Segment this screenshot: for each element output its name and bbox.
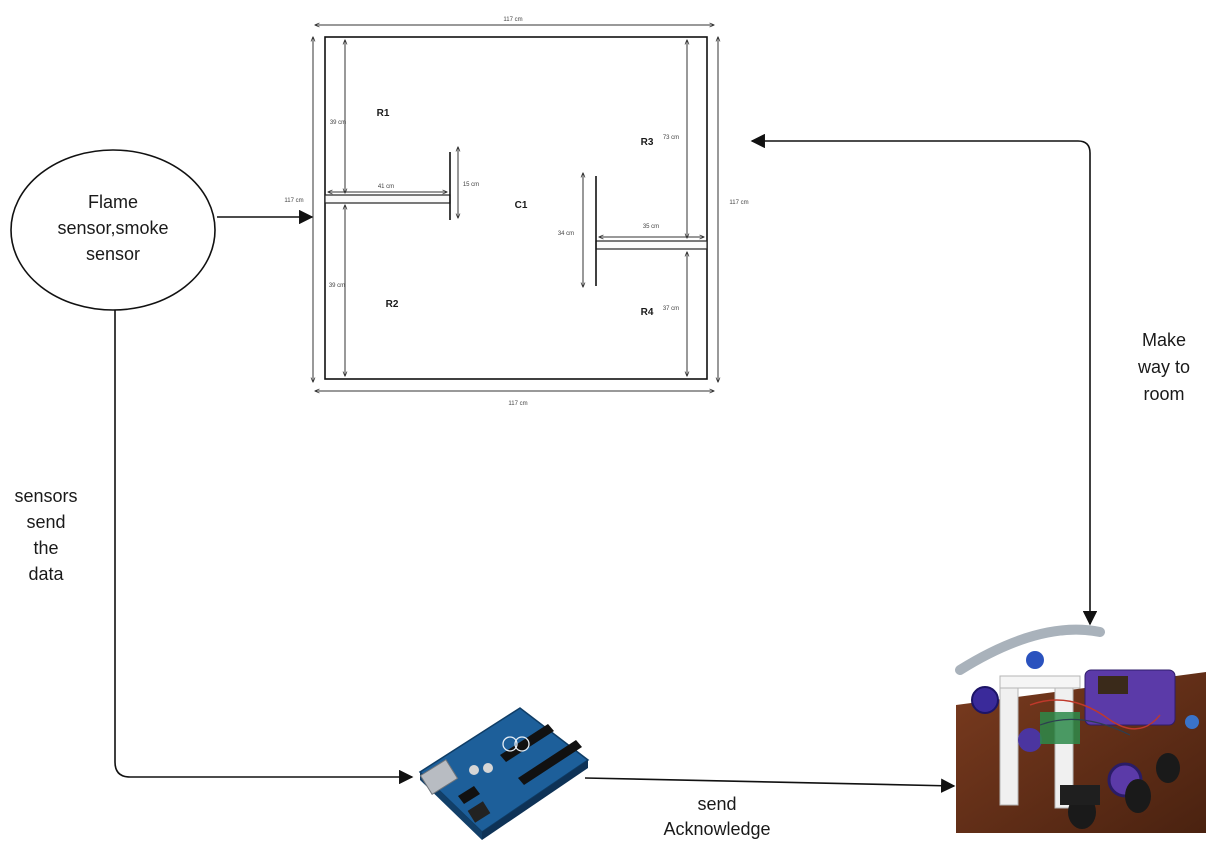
dim-r2-label: 39 cm — [329, 283, 345, 289]
svg-text:send: send — [26, 512, 65, 532]
room-r1-label: R1 — [377, 108, 390, 119]
dim-left-label: 117 cm — [284, 198, 303, 204]
right-inner-wall — [596, 241, 707, 249]
dim-left-wall-label: 41 cm — [378, 184, 394, 190]
room-r2-label: R2 — [386, 299, 399, 310]
svg-text:Acknowledge: Acknowledge — [663, 819, 770, 839]
left-inner-wall — [325, 195, 450, 203]
send-acknowledge-label: send Acknowledge — [663, 794, 770, 839]
floor-plan: 117 cm 117 cm 117 cm 117 cm 39 cm 39 cm … — [284, 17, 748, 407]
sensors-send-label: sensors send the data — [14, 486, 77, 584]
svg-text:the: the — [33, 538, 58, 558]
dim-top-label: 117 cm — [503, 17, 522, 23]
dim-r4-label: 37 cm — [663, 306, 679, 312]
room-r4-label: R4 — [641, 307, 654, 318]
arduino-to-robot-arrow — [585, 778, 954, 786]
sensor-to-arduino-arrow — [115, 310, 412, 777]
svg-text:room: room — [1143, 384, 1184, 404]
sensor-label-line3: sensor — [86, 244, 140, 264]
dim-r1-label: 39 cm — [330, 120, 346, 126]
svg-text:way to: way to — [1137, 357, 1190, 377]
room-c1-label: C1 — [515, 200, 528, 211]
dim-left-door-label: 15 cm — [463, 182, 479, 188]
robot-car-image — [956, 628, 1206, 833]
svg-text:send: send — [697, 794, 736, 814]
sensor-label-line1: Flame — [88, 192, 138, 212]
sensor-label-line2: sensor,smoke — [57, 218, 168, 238]
dim-r3-label: 73 cm — [663, 135, 679, 141]
sensor-node: Flame sensor,smoke sensor — [11, 150, 215, 310]
robot-house-bidirectional-arrow — [752, 141, 1090, 624]
dim-right-door-label: 34 cm — [558, 231, 574, 237]
dim-right-wall-label: 35 cm — [643, 224, 659, 230]
svg-text:Make: Make — [1142, 330, 1186, 350]
arduino-board-image — [420, 708, 588, 840]
svg-text:sensors: sensors — [14, 486, 77, 506]
svg-text:data: data — [28, 564, 64, 584]
dim-right-label: 117 cm — [729, 200, 748, 206]
room-r3-label: R3 — [641, 137, 654, 148]
make-way-label: Make way to room — [1137, 330, 1190, 404]
dim-bottom-label: 117 cm — [508, 401, 527, 407]
